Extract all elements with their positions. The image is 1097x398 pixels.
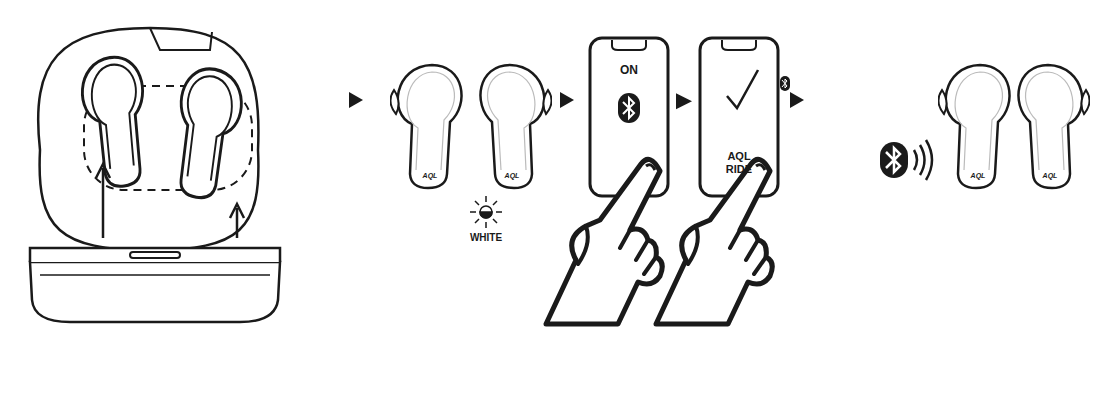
step-arrow xyxy=(676,93,692,109)
logo-text: AQL xyxy=(971,172,986,179)
bluetooth-icon xyxy=(618,93,640,123)
bluetooth-icon-small xyxy=(780,76,790,91)
logo-text: AQL xyxy=(1043,172,1058,179)
earbud xyxy=(390,65,461,188)
logo-text: AQL xyxy=(505,172,520,179)
logo-text: AQL xyxy=(423,172,438,179)
hand xyxy=(546,159,662,324)
step-arrow xyxy=(349,92,363,108)
step-arrow xyxy=(790,92,804,108)
screen-text: ON xyxy=(599,64,659,78)
earbud xyxy=(1018,65,1089,188)
color-label: WHITE xyxy=(470,232,502,243)
screen-text: AQL RIDE xyxy=(717,150,761,175)
earbud xyxy=(480,65,551,188)
phone-screen: ON xyxy=(590,38,668,196)
bluetooth-badge xyxy=(880,140,932,180)
hand xyxy=(656,159,772,324)
earbud xyxy=(938,65,1009,188)
led-indicator xyxy=(470,196,502,228)
arrow-head xyxy=(676,93,692,109)
charging-case xyxy=(30,28,280,322)
check-mark xyxy=(727,70,758,108)
step-arrow xyxy=(560,92,574,108)
phone-screen: AQL RIDE xyxy=(700,38,778,196)
